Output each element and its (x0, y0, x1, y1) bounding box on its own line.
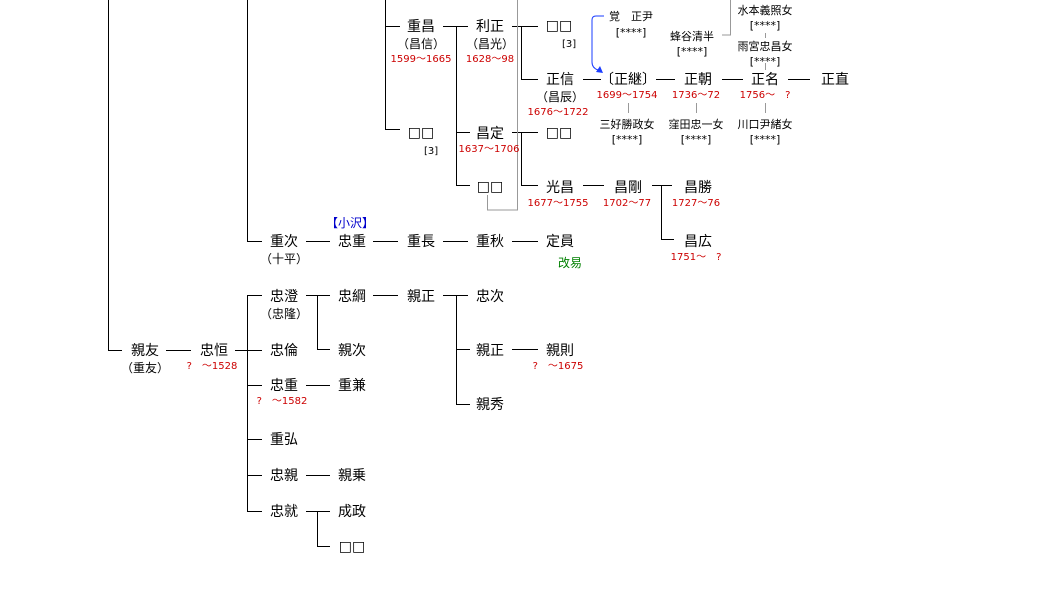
person-amemiya[interactable]: 雨宮忠昌女 (737, 40, 793, 53)
person-mitsumasa-dates: 1677〜1755 (527, 198, 589, 209)
attainder-note: 改易 (557, 256, 583, 270)
person-chikamasa-a[interactable]: 親正 (407, 289, 435, 305)
person-kawaguchi-tag: [****] (749, 133, 781, 146)
person-amemiya-tag: [****] (749, 55, 781, 68)
person-unknown-c[interactable]: □□ (545, 125, 573, 141)
person-shigeaki[interactable]: 重秋 (476, 234, 504, 250)
person-tadashige-dates: ? 〜1582 (256, 396, 308, 407)
person-tadatomo[interactable]: 忠倫 (270, 343, 298, 359)
person-chikatsugu[interactable]: 親次 (338, 343, 366, 359)
person-tadashige[interactable]: 忠重 (270, 378, 298, 394)
person-chikanori2[interactable]: 親乗 (338, 468, 366, 484)
person-shigetsugu-alias: （十平） (259, 252, 309, 266)
person-kubota[interactable]: 窪田忠一女 (668, 118, 724, 131)
person-chikanori[interactable]: 親則 (546, 343, 574, 359)
person-masatomo-dates: 1736〜72 (671, 90, 721, 101)
person-masanobu-alias: （昌辰） (535, 90, 585, 104)
person-masatake[interactable]: 昌剛 (614, 180, 642, 196)
person-masahiro[interactable]: 昌広 (684, 234, 712, 250)
footnote-marker[interactable]: [3] (424, 146, 439, 157)
person-masakatsu-dates: 1727〜76 (671, 198, 721, 209)
person-masakatsu[interactable]: 昌勝 (684, 180, 712, 196)
person-shigemasa-dates: 1599〜1665 (390, 54, 452, 65)
person-hachiya-seihan-tag: [****] (676, 45, 708, 58)
person-masanobu-dates: 1676〜1722 (527, 107, 589, 118)
person-masasada[interactable]: 昌定 (476, 126, 504, 142)
person-toshimasa[interactable]: 利正 (476, 19, 504, 35)
person-masatake-dates: 1702〜77 (602, 198, 652, 209)
person-unknown-d[interactable]: □□ (476, 179, 504, 195)
person-tadashige-ozawa[interactable]: 忠重 (338, 234, 366, 250)
person-sadakazu[interactable]: 定員 (546, 234, 574, 250)
person-mizumoto[interactable]: 水本義照女 (737, 4, 793, 17)
person-miyoshi-tag: [****] (611, 133, 643, 146)
person-chikatomo[interactable]: 親友 (131, 343, 159, 359)
person-chikamasa-b[interactable]: 親正 (476, 343, 504, 359)
person-mitsumasa[interactable]: 光昌 (546, 180, 574, 196)
person-kubota-tag: [****] (680, 133, 712, 146)
person-shigemasa[interactable]: 重昌 (407, 19, 435, 35)
clan-label-ozawa: 【小沢】 (325, 216, 375, 230)
person-toshimasa-dates: 1628〜98 (465, 54, 515, 65)
person-masatomo[interactable]: 正朝 (684, 72, 712, 88)
person-masasada-dates: 1637〜1706 (458, 144, 520, 155)
person-shigenaga[interactable]: 重長 (407, 234, 435, 250)
person-shigekane[interactable]: 重兼 (338, 378, 366, 394)
person-shigehiro[interactable]: 重弘 (270, 432, 298, 448)
person-tadazumi-alias: （忠隆） (259, 307, 309, 321)
person-unknown-e[interactable]: □□ (338, 539, 366, 555)
person-toshimasa-alias: （昌光） (465, 37, 515, 51)
person-tadatsune[interactable]: 忠恒 (200, 343, 228, 359)
person-tadatsuna[interactable]: 忠綱 (338, 289, 366, 305)
person-tadatsune-dates: ? 〜1528 (186, 361, 238, 372)
person-masatsugu-dates: 1699〜1754 (596, 90, 658, 101)
footnote-marker[interactable]: [3] (562, 39, 577, 50)
person-masana[interactable]: 正名 (751, 72, 779, 88)
person-kan-masatada[interactable]: 覚 正尹 (609, 10, 653, 23)
person-masanobu[interactable]: 正信 (546, 72, 574, 88)
person-narimasa[interactable]: 成政 (338, 504, 366, 520)
person-tadatsugu[interactable]: 忠次 (476, 289, 504, 305)
person-masahiro-dates: 1751〜 ? (670, 252, 722, 263)
person-kan-masatada-tag: [****] (615, 26, 647, 39)
person-shigetsugu[interactable]: 重次 (270, 234, 298, 250)
person-hachiya-seihan[interactable]: 蜂谷清半 (670, 30, 714, 43)
person-tadazumi[interactable]: 忠澄 (270, 289, 298, 305)
person-kawaguchi[interactable]: 川口尹緒女 (737, 118, 793, 131)
person-masana-dates: 1756〜 ? (739, 90, 791, 101)
person-tadanari[interactable]: 忠就 (270, 504, 298, 520)
person-chikanori-dates: ? 〜1675 (532, 361, 584, 372)
person-miyoshi[interactable]: 三好勝政女 (599, 118, 655, 131)
person-unknown-a[interactable]: □□ (545, 18, 573, 34)
person-tadachika[interactable]: 忠親 (270, 468, 298, 484)
person-masatsugu[interactable]: 〔正継〕 (600, 72, 656, 88)
person-chikahide[interactable]: 親秀 (476, 397, 504, 413)
person-chikatomo-alias: （重友） (120, 361, 170, 375)
person-shigemasa-alias: （昌信） (396, 37, 446, 51)
person-unknown-b[interactable]: □□ (407, 125, 435, 141)
person-masanao[interactable]: 正直 (821, 72, 849, 88)
person-mizumoto-tag: [****] (749, 19, 781, 32)
